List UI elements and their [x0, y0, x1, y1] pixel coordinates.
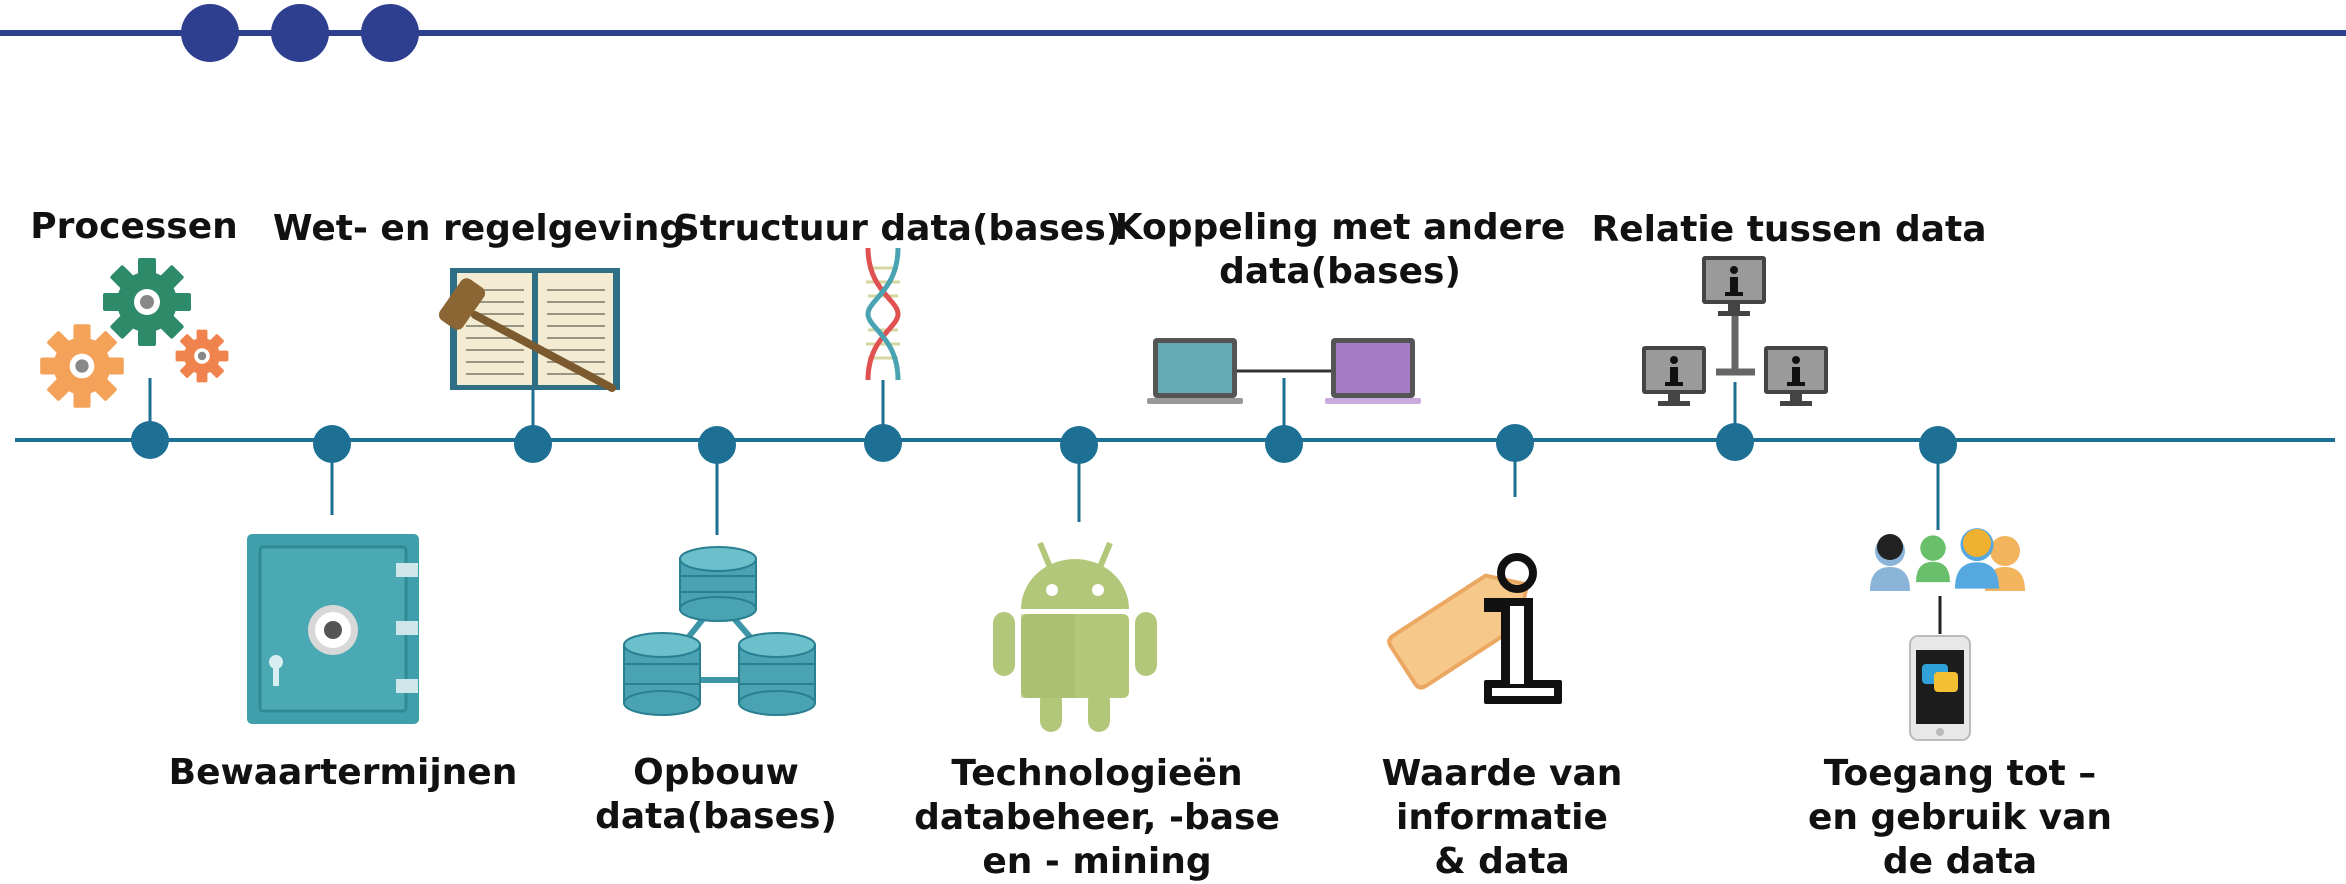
- label-wet-en-regelgeving: Wet- en regelgeving: [272, 208, 686, 249]
- people-phone-icon: [1870, 528, 2025, 741]
- header-dot: [181, 4, 239, 62]
- safe-vault-icon: [247, 534, 419, 724]
- header-dot: [361, 4, 419, 62]
- info-tag-icon: [1387, 553, 1562, 704]
- law-book-gavel-icon: [438, 268, 620, 392]
- header-dot: [271, 4, 329, 62]
- timeline-nodes: [131, 421, 1957, 464]
- android-robot-icon: [993, 541, 1157, 732]
- gears-icon: [40, 258, 229, 408]
- linked-monitors-icon: [1642, 256, 1828, 406]
- dna-helix-icon: [865, 247, 901, 381]
- label-bewaartermijnen: Bewaartermijnen: [168, 752, 518, 793]
- label-relatie-tussen-data: Relatie tussen data: [1591, 209, 1987, 250]
- label-processen: Processen: [30, 206, 238, 247]
- label-structuur-data: Structuur data(bases): [673, 208, 1123, 249]
- database-structure-icon: [623, 546, 816, 716]
- connected-laptops-icon: [1147, 338, 1421, 404]
